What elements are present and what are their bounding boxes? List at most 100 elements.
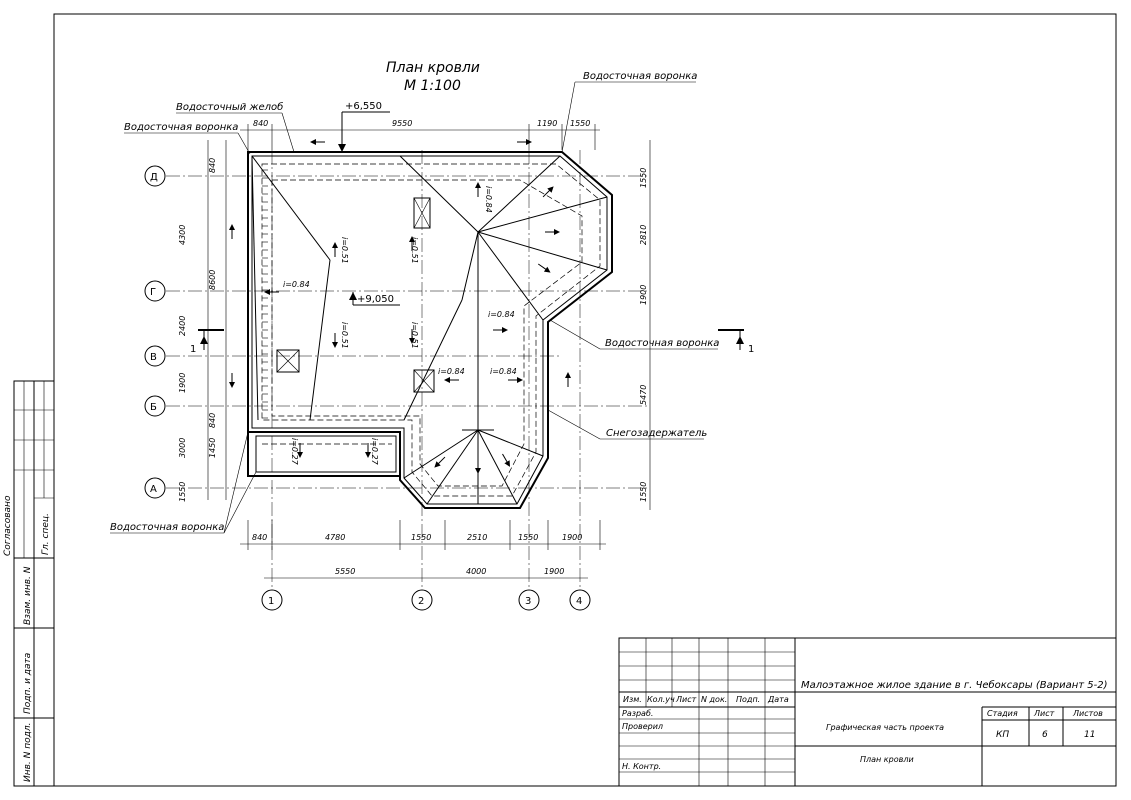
tb-role-dev: Разраб. xyxy=(622,709,653,718)
axis-col-label: 3 xyxy=(525,596,531,607)
tb-header-date: Дата xyxy=(767,695,789,704)
tb-stage-label: Стадия xyxy=(987,709,1018,718)
callout-funnel-right: Водосточная воронка xyxy=(605,338,719,349)
callout-snow-guard: Снегозадержатель xyxy=(606,428,707,439)
dim-right: 1900 xyxy=(639,285,648,305)
dim-left-inner: 840 xyxy=(208,413,217,428)
slope-label: i=0.84 xyxy=(490,367,517,376)
dim-bottom-2: 5550 xyxy=(335,567,355,576)
tb-header-sign: Подп. xyxy=(736,695,760,704)
dim-top: 1550 xyxy=(570,119,590,128)
slope-arrow xyxy=(474,458,482,475)
sidebar-inv-orig-label: Инв. N подл. xyxy=(23,723,33,782)
axis-col-label: 4 xyxy=(576,596,582,607)
callout-funnel-top-left: Водосточная воронка xyxy=(124,122,238,133)
slope-label: i=0.27 xyxy=(370,438,379,466)
slope-arrow xyxy=(331,241,339,258)
axis-row-label: Б xyxy=(150,402,157,413)
dim-left-inner: 1900 xyxy=(178,373,187,393)
roof-openings xyxy=(276,197,435,393)
slope-arrow xyxy=(544,228,561,236)
axis-row-label: В xyxy=(150,352,157,363)
tb-header-izm: Изм. xyxy=(623,695,642,704)
tb-header-kol: Кол.уч xyxy=(647,695,675,704)
dim-right: 2810 xyxy=(639,225,648,245)
sidebar-sign-date-label: Подп. и дата xyxy=(23,653,33,714)
tb-header-list: Лист xyxy=(675,695,697,704)
slope-arrow xyxy=(507,376,524,384)
title-block: Малоэтажное жилое здание в г. Чебоксары … xyxy=(618,637,1117,787)
axis-col-label: 1 xyxy=(268,596,274,607)
slope-arrow xyxy=(309,138,326,146)
callout-gutter: Водосточный желоб xyxy=(176,101,283,113)
tb-part: Графическая часть проекта xyxy=(826,723,944,732)
dim-left-outer: 1550 xyxy=(178,482,187,502)
tb-sheets-label: Листов xyxy=(1072,709,1103,718)
dimension-lines xyxy=(207,124,651,579)
sidebar-stamp: Согласовано Гл. спец. Взам. инв. N Подп.… xyxy=(3,380,55,787)
tb-sheet-value: 6 xyxy=(1042,730,1048,740)
dim-bottom-1: 1550 xyxy=(518,533,538,542)
slope-arrow xyxy=(228,223,236,240)
slope-label: i=0.84 xyxy=(438,367,465,376)
dim-bottom-1: 4780 xyxy=(325,533,345,542)
tb-role-norm: Н. Контр. xyxy=(622,762,661,771)
dim-left-inner: 2400 xyxy=(178,316,187,336)
slope-label: i=0.51 xyxy=(410,322,419,349)
elevation-ridge-label: +9,050 xyxy=(357,294,394,305)
dim-right: 5470 xyxy=(639,385,648,405)
dim-bottom-1: 2510 xyxy=(467,533,487,542)
dim-bottom-2: 4000 xyxy=(466,567,486,576)
dim-bottom-2: 1900 xyxy=(544,567,564,576)
dim-left-outer: 8600 xyxy=(208,270,217,290)
elevation-top: +6,550 xyxy=(338,101,390,152)
snow-guard-ticks xyxy=(262,169,268,419)
slope-arrow xyxy=(499,451,514,469)
dim-bottom-1: 1550 xyxy=(411,533,431,542)
slope-arrow xyxy=(492,326,509,334)
title-project: Малоэтажное жилое здание в г. Чебоксары … xyxy=(801,679,1107,691)
axis-row-label: Д xyxy=(150,172,158,183)
roof-outline xyxy=(247,151,613,509)
dim-left-inner: 1450 xyxy=(208,438,217,458)
section-mark-right-label: 1 xyxy=(748,344,754,355)
slope-labels: i=0.84 i=0.51 i=0.51 i=0.51 i=0.51 i=0.8… xyxy=(283,186,517,466)
elevation-top-label: +6,550 xyxy=(345,101,382,112)
dim-bottom-1: 840 xyxy=(252,533,267,542)
axis-col-label: 2 xyxy=(418,596,424,607)
slope-label: i=0.84 xyxy=(283,280,310,289)
slope-label: i=0.27 xyxy=(290,438,299,466)
tb-sheet-label: Лист xyxy=(1033,709,1055,718)
callout-funnel-top-right: Водосточная воронка xyxy=(583,71,697,82)
slope-arrow xyxy=(431,454,448,471)
slope-arrow xyxy=(228,372,236,389)
slope-arrow xyxy=(443,376,460,384)
slope-arrow xyxy=(536,261,553,276)
slope-label: i=0.51 xyxy=(340,322,349,349)
dim-left-outer: 3000 xyxy=(178,438,187,458)
axis-row-label: Г xyxy=(150,287,156,298)
sidebar-inv-replaced-label: Взам. инв. N xyxy=(23,566,33,625)
dim-left-outer: 840 xyxy=(208,158,217,173)
tb-stage-value: КП xyxy=(996,730,1009,740)
axis-row-label: А xyxy=(150,484,157,495)
slope-label: i=0.51 xyxy=(340,237,349,264)
section-mark-left: 1 xyxy=(190,329,224,355)
dim-right: 1550 xyxy=(639,482,648,502)
drawing-scale: М 1:100 xyxy=(404,78,461,94)
tb-role-check: Проверил xyxy=(622,722,663,731)
slope-arrow xyxy=(474,181,482,198)
dimension-texts: 840 9550 1190 1550 840 4780 1550 2510 15… xyxy=(178,119,648,576)
section-mark-right: 1 xyxy=(718,329,754,355)
axis-lines xyxy=(166,150,650,590)
sidebar-chief-spec-label: Гл. спец. xyxy=(41,513,51,555)
section-mark-left-label: 1 xyxy=(190,344,196,355)
tb-sheets-value: 11 xyxy=(1084,730,1095,740)
slope-arrow xyxy=(564,371,572,388)
roof-ridges xyxy=(251,155,608,505)
axis-bubbles: Д Г В Б А 1 2 3 4 xyxy=(144,165,591,611)
dim-left-inner: 4300 xyxy=(178,225,187,245)
dim-top: 9550 xyxy=(392,119,412,128)
slope-label: i=0.51 xyxy=(410,237,419,264)
